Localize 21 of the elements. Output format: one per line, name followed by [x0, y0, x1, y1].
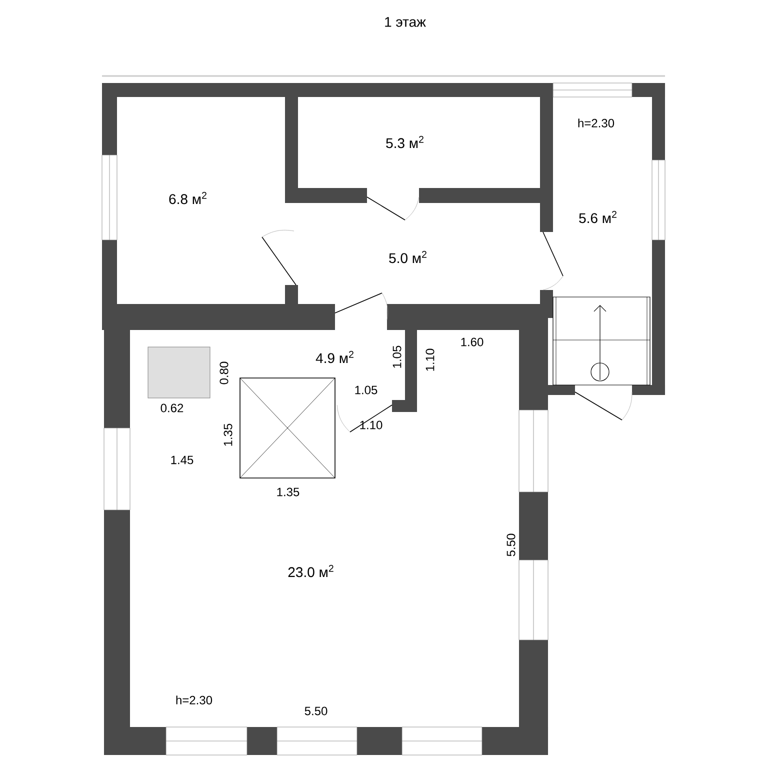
area-label: 6.8 м$^{2}$: [169, 192, 206, 204]
area-label: 5.3 м$^{2}$: [386, 136, 424, 148]
dimension-label: 1.05: [392, 346, 402, 368]
dimension-label: 1.45: [171, 456, 194, 464]
dimension-label: 1.60: [461, 338, 484, 346]
area-label: 5.6 м$^{2}$: [579, 210, 616, 224]
dimension-label: 5.50: [506, 534, 516, 556]
area-label: 23.0 м$^{2}$: [288, 564, 334, 578]
dimension-label: 0.62: [160, 404, 184, 412]
dimension-label: 0.80: [220, 362, 228, 384]
floor-title: 1 этаж: [385, 17, 426, 27]
height-label: h=2.30: [578, 118, 614, 128]
area-label: 4.9 м$^{2}$: [316, 350, 354, 364]
height-label: h=2.30: [176, 696, 212, 704]
area-label: 5.0 м$^{2}$: [389, 250, 426, 264]
dimension-label: 5.50: [304, 706, 328, 716]
dimension-label: 1.35: [224, 424, 232, 446]
dimension-label: 1.05: [355, 386, 378, 394]
dimension-label: 1.35: [277, 488, 300, 496]
dimension-label: 1.10: [426, 348, 434, 371]
dimension-label: 1.10: [360, 420, 382, 430]
